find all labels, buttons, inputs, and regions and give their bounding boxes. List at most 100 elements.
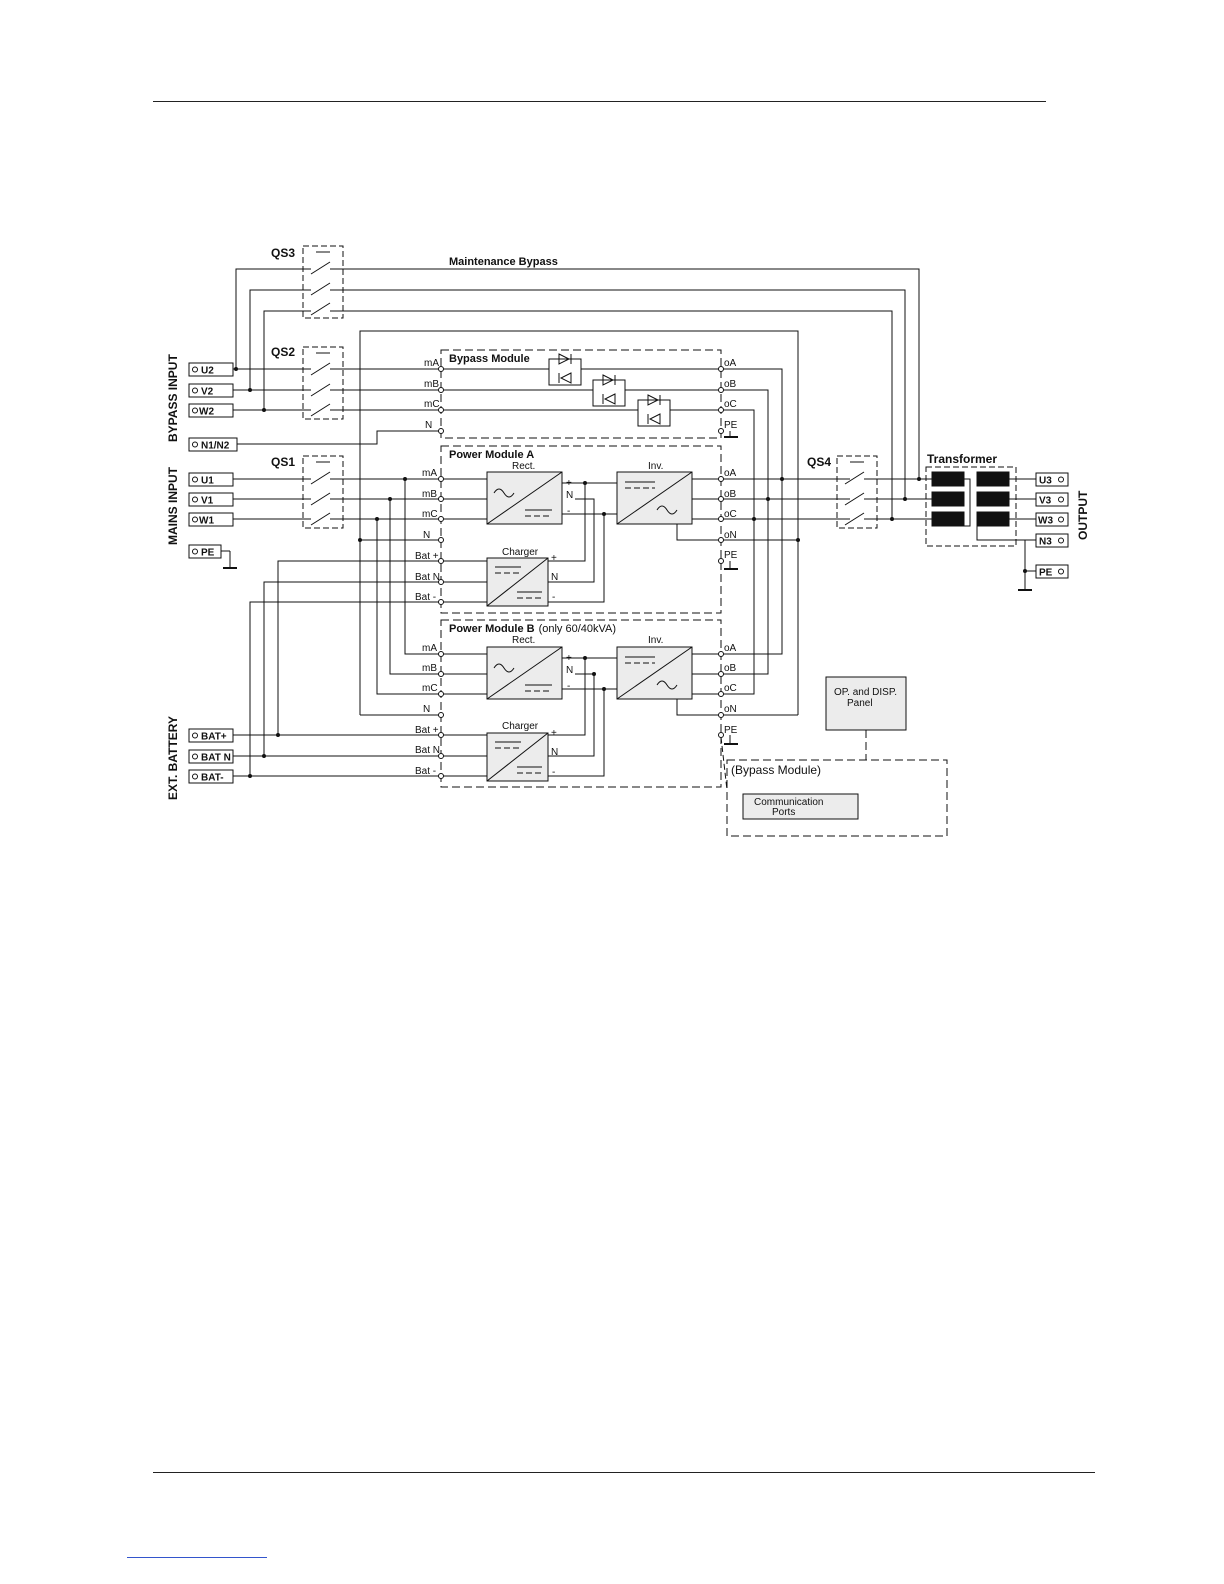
pm-b-in-bat-minus: Bat - bbox=[415, 766, 436, 777]
pm-b-chg-minus: - bbox=[552, 767, 555, 778]
bypass-module-outputs: oA oB oC PE bbox=[718, 358, 738, 438]
pm-a-in-ma: mA bbox=[422, 468, 437, 479]
power-module-a-title: Power Module A bbox=[449, 449, 534, 461]
output-terminals: U3 V3 W3 N3 PE bbox=[1035, 472, 1069, 579]
pm-a-out-pe: PE bbox=[724, 550, 738, 561]
op-panel-line1: OP. and DISP. bbox=[834, 687, 897, 698]
pm-b-out-ob: oB bbox=[724, 663, 737, 674]
op-panel-line2: Panel bbox=[847, 698, 873, 709]
bypass-in-mc: mC bbox=[424, 399, 440, 410]
pm-b-rect-label: Rect. bbox=[512, 635, 535, 646]
maintenance-bypass-wiring bbox=[235, 268, 920, 519]
pm-b-inv-label: Inv. bbox=[648, 635, 663, 646]
switch-qs3-label: QS3 bbox=[271, 246, 295, 260]
pm-a-dc-bus: + N - bbox=[548, 478, 617, 603]
pm-b-out-on: oN bbox=[724, 704, 737, 715]
terminal-u1: U1 bbox=[201, 476, 214, 487]
pm-b-inputs: mA mB mC N Bat + Bat N Bat - bbox=[415, 643, 444, 779]
pm-b-out-oc: oC bbox=[724, 683, 737, 694]
pm-a-in-bat-minus: Bat - bbox=[415, 592, 436, 603]
pm-a-chg-plus: + bbox=[551, 553, 557, 564]
pm-a-in-n: N bbox=[423, 530, 430, 541]
bypass-input-label: BYPASS INPUT bbox=[166, 354, 180, 442]
transformer bbox=[925, 466, 1036, 591]
pm-a-inverter bbox=[616, 471, 719, 541]
pm-a-rectifier bbox=[443, 471, 563, 525]
terminal-u3: U3 bbox=[1039, 476, 1052, 487]
pm-a-charger-label: Charger bbox=[502, 547, 539, 558]
input-terminals: U2 V2 W2 N1/N2 U1 V1 W1 PE BAT+ bbox=[188, 362, 238, 784]
footer-link-underline bbox=[127, 1557, 267, 1558]
bypass-module-comm-box: (Bypass Module) Communication Ports bbox=[720, 736, 948, 837]
terminal-w1: W1 bbox=[199, 516, 214, 527]
pm-b-in-mb: mB bbox=[422, 663, 437, 674]
bypass-module-box-label: (Bypass Module) bbox=[731, 763, 821, 777]
switch-enclosures bbox=[302, 245, 878, 529]
footer-rule bbox=[153, 1472, 1095, 1473]
power-module-b-box bbox=[440, 619, 722, 788]
switch-qs4-label: QS4 bbox=[807, 455, 831, 469]
terminal-n3: N3 bbox=[1039, 537, 1052, 548]
pm-b-in-mc: mC bbox=[422, 683, 438, 694]
switch-qs1-label: QS1 bbox=[271, 455, 295, 469]
bypass-out-pe: PE bbox=[724, 420, 738, 431]
pm-a-in-bat-plus: Bat + bbox=[415, 551, 439, 562]
terminal-n1n2: N1/N2 bbox=[201, 441, 230, 452]
thyristor-pairs bbox=[443, 353, 719, 427]
pm-a-out-ob: oB bbox=[724, 489, 737, 500]
switch-contacts bbox=[310, 251, 865, 526]
bypass-input-wiring bbox=[233, 368, 441, 445]
pm-b-dc-minus: - bbox=[567, 681, 570, 692]
bypass-out-ob: oB bbox=[724, 379, 737, 390]
terminal-bat-plus: BAT+ bbox=[201, 732, 227, 743]
pm-a-dc-n: N bbox=[566, 490, 573, 501]
terminal-v2: V2 bbox=[201, 387, 214, 398]
terminal-v3: V3 bbox=[1039, 496, 1052, 507]
pm-b-dc-bus: + N - bbox=[548, 653, 617, 777]
pm-a-in-bat-n: Bat N bbox=[415, 572, 440, 583]
pm-a-out-oc: oC bbox=[724, 509, 737, 520]
power-module-b-title-row: Power Module B(only 60/40kVA) bbox=[449, 623, 616, 635]
pm-b-rectifier bbox=[443, 646, 563, 700]
bypass-module-box bbox=[440, 349, 722, 439]
header-rule bbox=[153, 101, 1046, 102]
bypass-out-oa: oA bbox=[724, 358, 737, 369]
comm-ports-line2: Ports bbox=[772, 807, 795, 818]
output-bus-wiring bbox=[723, 368, 932, 716]
op-disp-panel: OP. and DISP. Panel bbox=[825, 676, 907, 760]
terminal-u2: U2 bbox=[201, 366, 214, 377]
bypass-in-ma: mA bbox=[424, 358, 439, 369]
pm-a-inputs: mA mB mC N Bat + Bat N Bat - bbox=[415, 468, 444, 605]
pm-b-in-bat-plus: Bat + bbox=[415, 725, 439, 736]
terminal-pe-out: PE bbox=[1039, 568, 1053, 579]
terminal-w3: W3 bbox=[1038, 516, 1053, 527]
comm-ports-line1: Communication bbox=[754, 797, 823, 808]
bypass-out-oc: oC bbox=[724, 399, 737, 410]
pm-a-chg-n: N bbox=[551, 572, 558, 583]
pm-a-chg-minus: - bbox=[552, 592, 555, 603]
terminal-pe-in: PE bbox=[201, 548, 215, 559]
power-module-b-subtitle: (only 60/40kVA) bbox=[539, 623, 616, 635]
pm-a-rect-label: Rect. bbox=[512, 461, 535, 472]
pm-b-in-n: N bbox=[423, 704, 430, 715]
pm-a-out-on: oN bbox=[724, 530, 737, 541]
pm-a-in-mc: mC bbox=[422, 509, 438, 520]
pm-a-in-mb: mB bbox=[422, 489, 437, 500]
bypass-module-inputs: mA mB mC N bbox=[424, 358, 444, 434]
bypass-in-n: N bbox=[425, 420, 432, 431]
pm-b-inverter bbox=[616, 646, 719, 716]
pm-b-dc-n: N bbox=[566, 665, 573, 676]
battery-wiring bbox=[233, 560, 441, 777]
output-label: OUTPUT bbox=[1076, 490, 1090, 540]
maintenance-bypass-label: Maintenance Bypass bbox=[449, 256, 558, 268]
wire-junctions bbox=[234, 367, 1027, 778]
pm-a-dc-minus: - bbox=[567, 506, 570, 517]
pm-b-out-oa: oA bbox=[724, 643, 737, 654]
ext-battery-label: EXT. BATTERY bbox=[166, 716, 180, 800]
pm-a-charger: + N - bbox=[443, 553, 558, 607]
pm-b-in-ma: mA bbox=[422, 643, 437, 654]
bypass-in-mb: mB bbox=[424, 379, 439, 390]
transformer-label: Transformer bbox=[927, 452, 997, 466]
terminal-bat-minus: BAT- bbox=[201, 773, 224, 784]
